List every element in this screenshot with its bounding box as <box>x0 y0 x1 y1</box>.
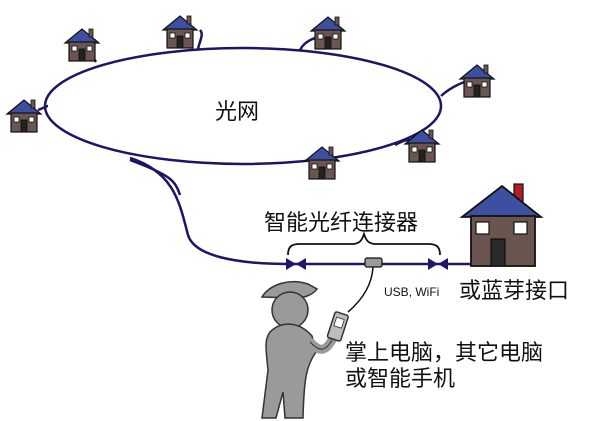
usb-wifi-label: USB, WiFi <box>384 285 439 299</box>
connector-brace <box>287 231 441 256</box>
person-with-pda-icon <box>260 280 349 419</box>
fiber-connector-icon <box>286 258 448 270</box>
house-icon <box>6 99 42 133</box>
usb-cable <box>347 266 374 313</box>
house-icon <box>404 129 440 163</box>
device-label-line1: 掌上电脑，其它电脑 <box>345 341 543 366</box>
house-icon <box>64 28 100 62</box>
connector-label: 智能光纤连接器 <box>264 211 418 236</box>
fiber-connector-icon <box>364 257 383 268</box>
house-icon <box>162 15 198 49</box>
house-icon <box>304 146 340 180</box>
device-label-line2: 或智能手机 <box>345 367 455 392</box>
bluetooth-label: 或蓝芽接口 <box>459 279 569 304</box>
house-icon <box>310 16 346 50</box>
house-icon <box>459 64 495 98</box>
network-label: 光网 <box>215 100 259 125</box>
house-icon <box>459 183 544 267</box>
fiber-drop-line <box>129 156 480 266</box>
